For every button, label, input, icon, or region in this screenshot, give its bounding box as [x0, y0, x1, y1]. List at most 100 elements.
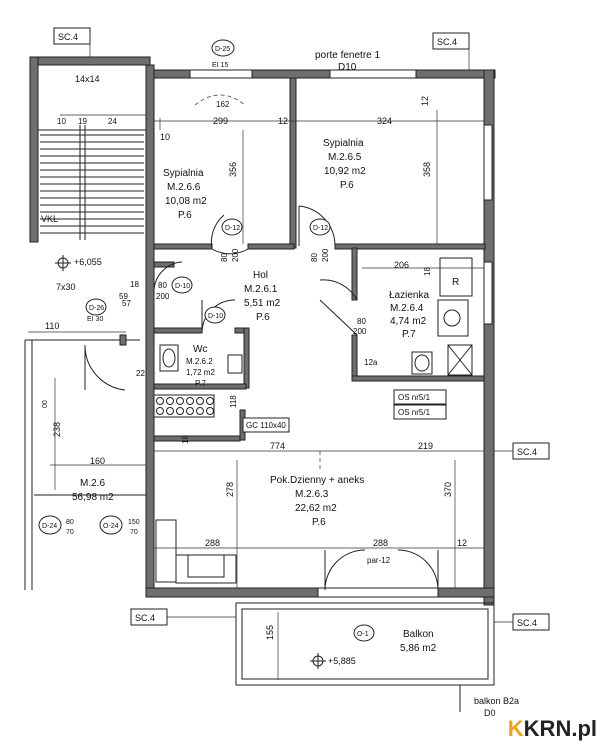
svg-text:7x30: 7x30 [56, 282, 76, 292]
svg-text:P.7: P.7 [402, 329, 416, 340]
svg-text:M.2.6.2: M.2.6.2 [186, 357, 213, 366]
svg-text:P.6: P.6 [340, 180, 354, 191]
door-tag-o24: O-24 [99, 515, 123, 535]
svg-text:Sypialnia: Sypialnia [163, 168, 204, 179]
svg-text:+6,055: +6,055 [74, 257, 102, 267]
svg-text:OS nr5/1: OS nr5/1 [398, 408, 431, 417]
door-tag-d24: D-24 [38, 515, 62, 535]
svg-text:12a: 12a [364, 358, 378, 367]
room-hall: Hol M.2.6.1 5,51 m2 P.6 [244, 270, 281, 323]
dimension-lines [28, 110, 484, 680]
svg-text:200: 200 [231, 248, 240, 262]
svg-text:10: 10 [160, 132, 170, 142]
svg-text:80: 80 [158, 281, 167, 290]
window-right-1 [483, 124, 493, 201]
svg-text:80: 80 [357, 317, 366, 326]
svg-text:1,72 m2: 1,72 m2 [186, 368, 215, 377]
svg-text:219: 219 [418, 441, 433, 451]
wall-right [483, 69, 495, 606]
level-marker-2 [310, 653, 326, 669]
svg-text:D-25: D-25 [215, 46, 230, 53]
svg-text:R: R [452, 277, 459, 288]
svg-text:Łazienka: Łazienka [389, 290, 429, 301]
wall-left [145, 64, 155, 591]
door-swings [153, 94, 439, 591]
wall-bed1-bottom-a [153, 243, 213, 250]
svg-text:D-10: D-10 [175, 283, 190, 290]
window-top-2 [329, 69, 417, 79]
wall-hall-nook [153, 261, 175, 268]
svg-text:D-12: D-12 [225, 225, 240, 232]
room-wc: Wc M.2.6.2 1,72 m2 P.7 [186, 344, 215, 388]
logo-text: KRN.pl [523, 716, 597, 741]
svg-text:Sypialnia: Sypialnia [323, 138, 364, 149]
logo-k: K [507, 716, 524, 741]
svg-text:150: 150 [128, 519, 140, 526]
room-bedroom-2: Sypialnia M.2.6.5 10,92 m2 P.6 [323, 138, 366, 191]
gc-cell [166, 407, 174, 415]
neighbour-unit [24, 334, 146, 590]
svg-text:18: 18 [130, 280, 139, 289]
dimension-labels: 14x14 10 19 24 299 12 324 12 10 162 356 … [41, 74, 519, 718]
room-balcony: Balkon 5,86 m2 [400, 629, 437, 654]
gc-cell [186, 397, 194, 405]
svg-text:+5,885: +5,885 [328, 656, 356, 666]
svg-text:356: 356 [228, 162, 238, 177]
svg-text:238: 238 [52, 422, 62, 437]
svg-text:P.6: P.6 [256, 312, 270, 323]
svg-text:M.2.6.6: M.2.6.6 [167, 182, 201, 193]
svg-text:200: 200 [353, 327, 367, 336]
section-tag: SC.4 [512, 613, 550, 631]
gc-cell [166, 397, 174, 405]
svg-text:59: 59 [119, 292, 128, 301]
svg-text:D0: D0 [484, 708, 496, 718]
gc-cell [196, 397, 204, 405]
door-tag-d10a: D-10 [171, 276, 193, 294]
door-ei15: EI 15 [212, 62, 228, 69]
svg-text:M.2.6.3: M.2.6.3 [295, 489, 329, 500]
svg-text:299: 299 [213, 116, 228, 126]
wall-bath-bottom [351, 375, 485, 382]
svg-text:162: 162 [216, 100, 230, 109]
window-right-2 [483, 261, 493, 325]
gc-cell [186, 407, 194, 415]
door-ei30: EI 30 [87, 316, 103, 323]
svg-text:22: 22 [136, 369, 145, 378]
wall-bed2-bottom [334, 243, 486, 250]
svg-text:SC.4: SC.4 [135, 613, 155, 623]
section-tag: SC.4 [432, 32, 470, 50]
svg-text:118: 118 [229, 395, 238, 408]
svg-text:Balkon: Balkon [403, 629, 434, 640]
door-tag-d26: D-26 [85, 298, 107, 316]
gc-cell [176, 407, 184, 415]
svg-text:SC.4: SC.4 [437, 37, 457, 47]
svg-text:288: 288 [205, 538, 220, 548]
door-tag-d25: D-25 [211, 39, 235, 57]
svg-text:00: 00 [42, 400, 49, 408]
svg-text:358: 358 [422, 162, 432, 177]
svg-text:24: 24 [108, 117, 117, 126]
svg-text:SC.4: SC.4 [517, 447, 537, 457]
svg-text:M.2.6: M.2.6 [80, 478, 105, 489]
svg-text:70: 70 [66, 529, 74, 536]
svg-text:P.7: P.7 [195, 379, 207, 388]
svg-text:Wc: Wc [193, 344, 207, 355]
door-tag-d12b: D-12 [309, 218, 331, 236]
svg-text:D-24: D-24 [42, 523, 57, 530]
svg-text:19: 19 [78, 117, 87, 126]
svg-text:12: 12 [457, 538, 467, 548]
window-code: D10 [338, 62, 357, 73]
svg-text:P.6: P.6 [312, 517, 326, 528]
svg-text:70: 70 [130, 529, 138, 536]
svg-text:12: 12 [420, 96, 430, 106]
room-bathroom: Łazienka M.2.6.4 4,74 m2 P.7 [389, 290, 429, 340]
svg-text:324: 324 [377, 116, 392, 126]
svg-text:370: 370 [443, 482, 453, 497]
svg-text:SC.4: SC.4 [517, 618, 537, 628]
section-tag: SC.4 [512, 442, 550, 460]
fixtures [153, 257, 473, 584]
svg-text:200: 200 [156, 292, 170, 301]
staircase [38, 125, 146, 240]
svg-text:14x14: 14x14 [75, 74, 100, 84]
